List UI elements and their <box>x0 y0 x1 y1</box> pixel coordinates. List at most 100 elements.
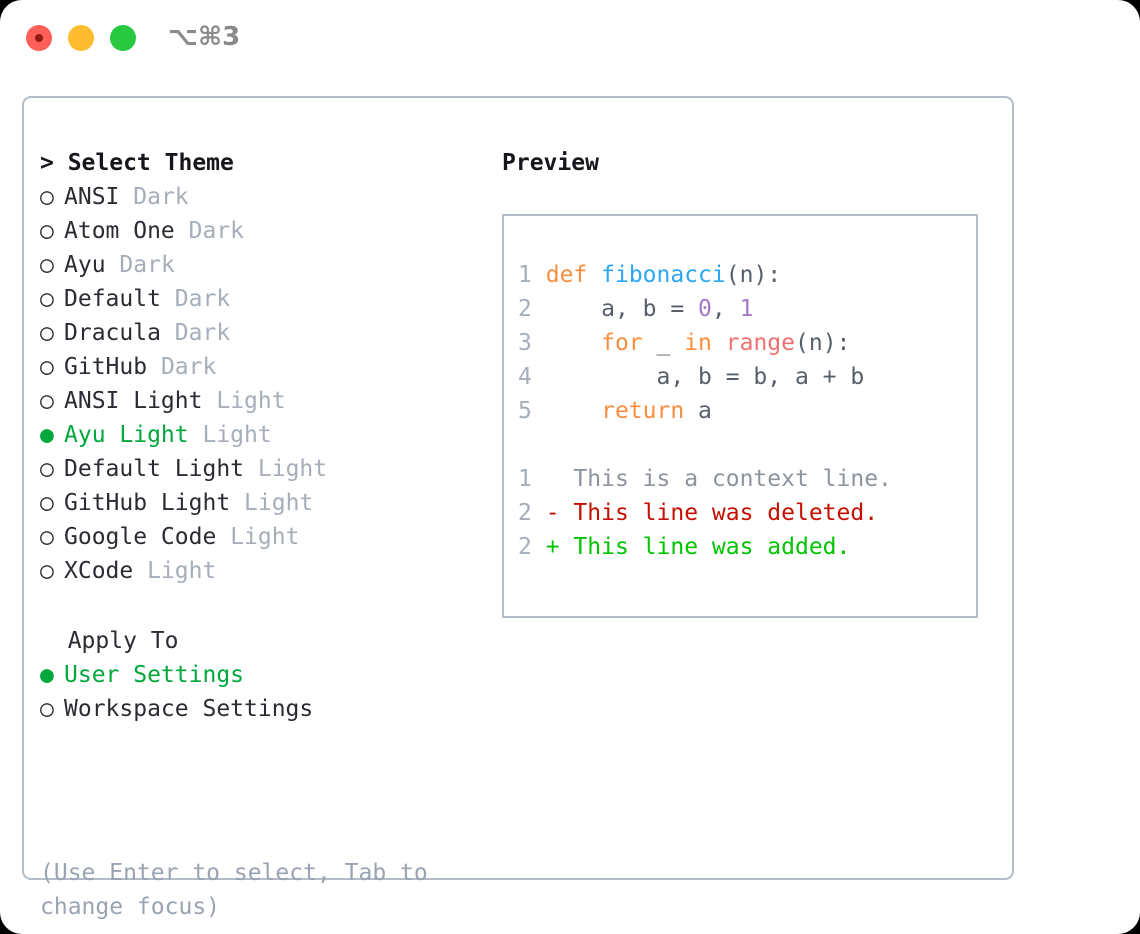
theme-item-google-code[interactable]: ○ Google Code Light <box>40 520 480 554</box>
theme-item-ayu[interactable]: ○Ayu Dark <box>40 248 480 282</box>
code-line-number: 2 <box>518 500 532 526</box>
section-spacer <box>40 588 480 624</box>
radio-unselected-icon: ○ <box>40 696 54 722</box>
code-token <box>587 262 601 288</box>
code-token: (n): <box>725 262 782 288</box>
theme-item-ayu-light[interactable]: ● Ayu Light Light <box>40 418 480 452</box>
apply-to-list[interactable]: ● User Settings ○ Workspace Settings <box>40 658 480 726</box>
theme-item-label: Google Code <box>64 524 217 550</box>
radio-selected-icon: ● <box>40 422 54 448</box>
theme-item-category-badge: Dark <box>160 354 217 380</box>
radio-unselected-icon: ○ <box>40 524 54 550</box>
theme-item-ansi[interactable]: ○ANSI Dark <box>40 180 480 214</box>
minimize-button[interactable] <box>68 25 94 51</box>
theme-list[interactable]: ○ANSI Dark○Atom One Dark○Ayu Dark○Defaul… <box>40 180 480 588</box>
code-line-number: 5 <box>518 398 532 424</box>
theme-item-category-badge: Light <box>202 422 272 448</box>
keyboard-shortcut-label: ⌥⌘3 <box>168 22 241 52</box>
theme-item-atom-one[interactable]: ○ Atom One Dark <box>40 214 480 248</box>
theme-selector-panel: > Select Theme ○ANSI Dark○Atom One Dark○… <box>22 96 1014 920</box>
close-button[interactable] <box>26 25 52 51</box>
title-bar: ⌥⌘3 <box>0 0 1140 78</box>
theme-item-category-badge: Dark <box>188 218 245 244</box>
code-line: 4 a, b = b, a + b <box>518 360 892 394</box>
code-token: a, b = <box>545 296 699 322</box>
radio-selected-icon: ● <box>40 662 54 688</box>
apply-to-item-label: User Settings <box>64 662 245 688</box>
theme-item-label: GitHub Light <box>64 490 231 516</box>
theme-item-default[interactable]: ○Default Dark <box>40 282 480 316</box>
radio-unselected-icon: ○ <box>40 320 54 346</box>
theme-item-dracula[interactable]: ○Dracula Dark <box>40 316 480 350</box>
theme-item-label: Ayu Light <box>64 422 189 448</box>
radio-unselected-icon: ○ <box>40 218 54 244</box>
hint-line-2: change focus) <box>40 894 221 920</box>
code-token: , <box>711 296 740 322</box>
code-line-number: 2 <box>518 296 532 322</box>
diff-line: 1 This is a context line. <box>518 462 892 496</box>
theme-item-github-light[interactable]: ○ GitHub Light Light <box>40 486 480 520</box>
diff-line: 2 + This line was added. <box>518 530 892 564</box>
radio-unselected-icon: ○ <box>40 388 54 414</box>
radio-unselected-icon: ○ <box>40 286 54 312</box>
theme-item-category-badge: Dark <box>133 184 189 210</box>
code-line-number: 3 <box>518 330 532 356</box>
code-token: return <box>601 398 685 424</box>
keyboard-hint: (Use Enter to select, Tab to change focu… <box>40 856 460 924</box>
diff-line-text: This is a context line. <box>545 466 892 492</box>
code-token: fibonacci <box>601 262 726 288</box>
code-token: 0 <box>698 296 712 322</box>
theme-item-category-badge: Light <box>147 558 217 584</box>
left-column: > Select Theme ○ANSI Dark○Atom One Dark○… <box>40 146 480 726</box>
code-token: a <box>684 398 712 424</box>
apply-to-item-label: Workspace Settings <box>64 696 314 722</box>
theme-item-xcode[interactable]: ○ XCode Light <box>40 554 480 588</box>
code-diff-separator <box>518 428 892 462</box>
code-token: _ <box>642 330 685 356</box>
code-line-number: 2 <box>518 534 532 560</box>
code-token: (n): <box>795 330 851 356</box>
theme-item-github[interactable]: ○GitHub Dark <box>40 350 480 384</box>
preview-box: 1 def fibonacci(n): 2 a, b = 0, 1 3 for _ … <box>502 214 978 618</box>
theme-item-default-light[interactable]: ○ Default Light Light <box>40 452 480 486</box>
diff-line: 2 - This line was deleted. <box>518 496 892 530</box>
apply-to-header: Apply To <box>40 628 179 654</box>
radio-unselected-icon: ○ <box>40 252 54 278</box>
code-token: 1 <box>739 296 754 322</box>
theme-item-category-badge: Light <box>257 456 328 482</box>
select-theme-header: > Select Theme <box>40 150 234 176</box>
diff-line-text: - This line was deleted. <box>545 500 879 526</box>
diff-line-text: + This line was added. <box>545 534 851 560</box>
code-line: 1 def fibonacci(n): <box>518 258 892 292</box>
theme-item-label: XCode <box>64 558 134 584</box>
code-token: def <box>545 262 588 288</box>
apply-to-item-workspace-settings[interactable]: ○ Workspace Settings <box>40 692 480 726</box>
theme-item-label: ANSI <box>64 184 120 210</box>
theme-item-category-badge: Light <box>230 524 300 550</box>
theme-item-label: Ayu <box>64 252 106 278</box>
code-preview: 1 def fibonacci(n): 2 a, b = 0, 1 3 for _ … <box>518 258 892 564</box>
radio-unselected-icon: ○ <box>40 354 54 380</box>
code-token: range <box>725 330 796 356</box>
theme-item-category-badge: Dark <box>174 320 231 346</box>
theme-item-label: Default <box>64 286 161 312</box>
theme-item-category-badge: Light <box>216 388 286 414</box>
theme-item-category-badge: Light <box>244 490 314 516</box>
theme-item-label: ANSI Light <box>64 388 203 414</box>
radio-unselected-icon: ○ <box>40 558 54 584</box>
code-token <box>546 398 601 424</box>
code-line: 3 for _ in range(n): <box>518 326 892 360</box>
theme-item-label: Default Light <box>64 456 245 482</box>
hint-line-1: (Use Enter to select, Tab to <box>40 860 428 886</box>
theme-item-label: Atom One <box>64 218 175 244</box>
code-token: a, b = b, a + b <box>545 364 865 390</box>
apply-to-item-user-settings[interactable]: ● User Settings <box>40 658 480 692</box>
code-line-number: 4 <box>518 364 532 390</box>
code-token: in <box>684 330 712 356</box>
radio-unselected-icon: ○ <box>40 490 54 516</box>
theme-item-ansi-light[interactable]: ○ ANSI Light Light <box>40 384 480 418</box>
code-line: 5 return a <box>518 394 892 428</box>
maximize-button[interactable] <box>110 25 136 51</box>
radio-unselected-icon: ○ <box>40 456 54 482</box>
